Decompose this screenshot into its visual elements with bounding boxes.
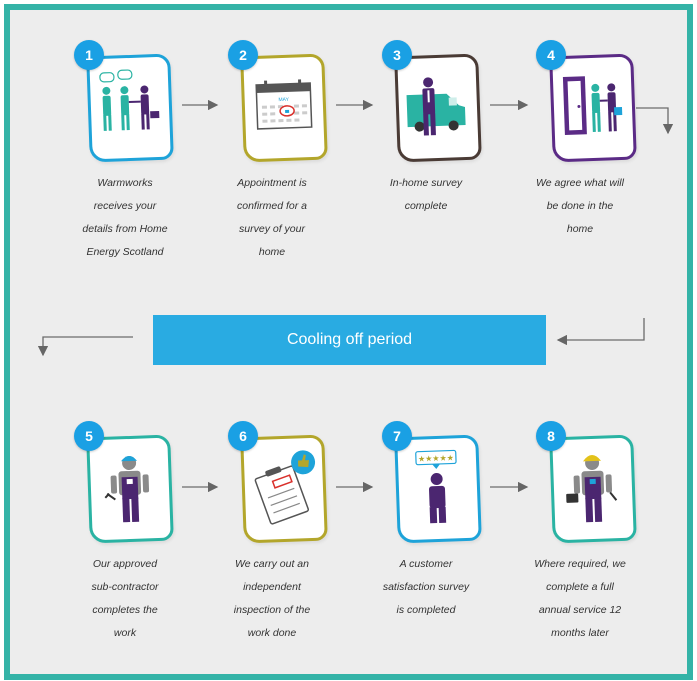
customer-rating-icon: ★★★★★ (415, 449, 457, 524)
step-6-badge: 6 (228, 421, 258, 451)
step-5-card (86, 434, 174, 544)
step-2-card: MAY (240, 53, 328, 163)
step-5-badge: 5 (74, 421, 104, 451)
step-4-badge: 4 (536, 40, 566, 70)
step-7-badge: 7 (382, 421, 412, 451)
svg-text:★★★★★: ★★★★★ (418, 453, 454, 463)
step-3-card (394, 53, 482, 163)
cooling-off-banner: Cooling off period (153, 315, 546, 365)
svg-text:MAY: MAY (278, 97, 289, 103)
arrow-to-banner (556, 318, 645, 346)
service-engineer-icon (566, 455, 618, 523)
arrow-4-down (636, 107, 674, 135)
step-6-card (240, 434, 328, 544)
step-4-card (549, 53, 637, 163)
handshake-meeting-icon (99, 69, 160, 131)
inspection-clipboard-icon (254, 450, 316, 525)
step-1-card (86, 53, 174, 163)
step-3-badge: 3 (382, 40, 412, 70)
step-8-badge: 8 (536, 421, 566, 451)
banner-label: Cooling off period (286, 331, 413, 348)
step-2-badge: 2 (228, 40, 258, 70)
step-7-card: ★★★★★ (394, 434, 482, 544)
arrow-banner-down (37, 336, 133, 357)
calendar-appointment-icon: MAY (255, 79, 313, 130)
door-agreement-icon (562, 76, 623, 135)
step-1-badge: 1 (74, 40, 104, 70)
step-8-card (549, 434, 637, 544)
van-surveyor-icon (406, 77, 466, 136)
contractor-worker-icon (104, 456, 150, 523)
